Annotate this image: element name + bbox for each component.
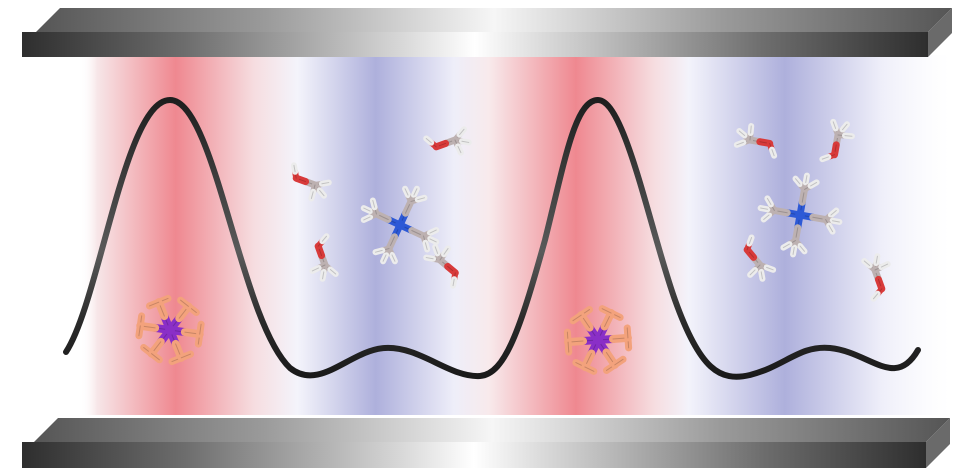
potential-profile-curve [63,96,921,380]
methanol-3 [309,233,339,282]
methanol-7 [743,234,777,282]
methanol-6 [819,118,855,163]
charge-density-background-bands [80,55,950,415]
methanol-1 [290,162,332,202]
methanol-4 [423,243,459,289]
top-electrode-plate [22,8,952,57]
methanol-5 [733,123,778,159]
methanol-2 [423,126,472,156]
tma-cation-left [360,185,440,265]
pf6-anion-right [563,305,633,375]
molecules-layer [135,118,891,375]
tma-cation-right [757,172,843,258]
bottom-electrode-plate [22,418,950,468]
pf6-anion-left [135,294,205,366]
methanol-8 [861,253,891,302]
